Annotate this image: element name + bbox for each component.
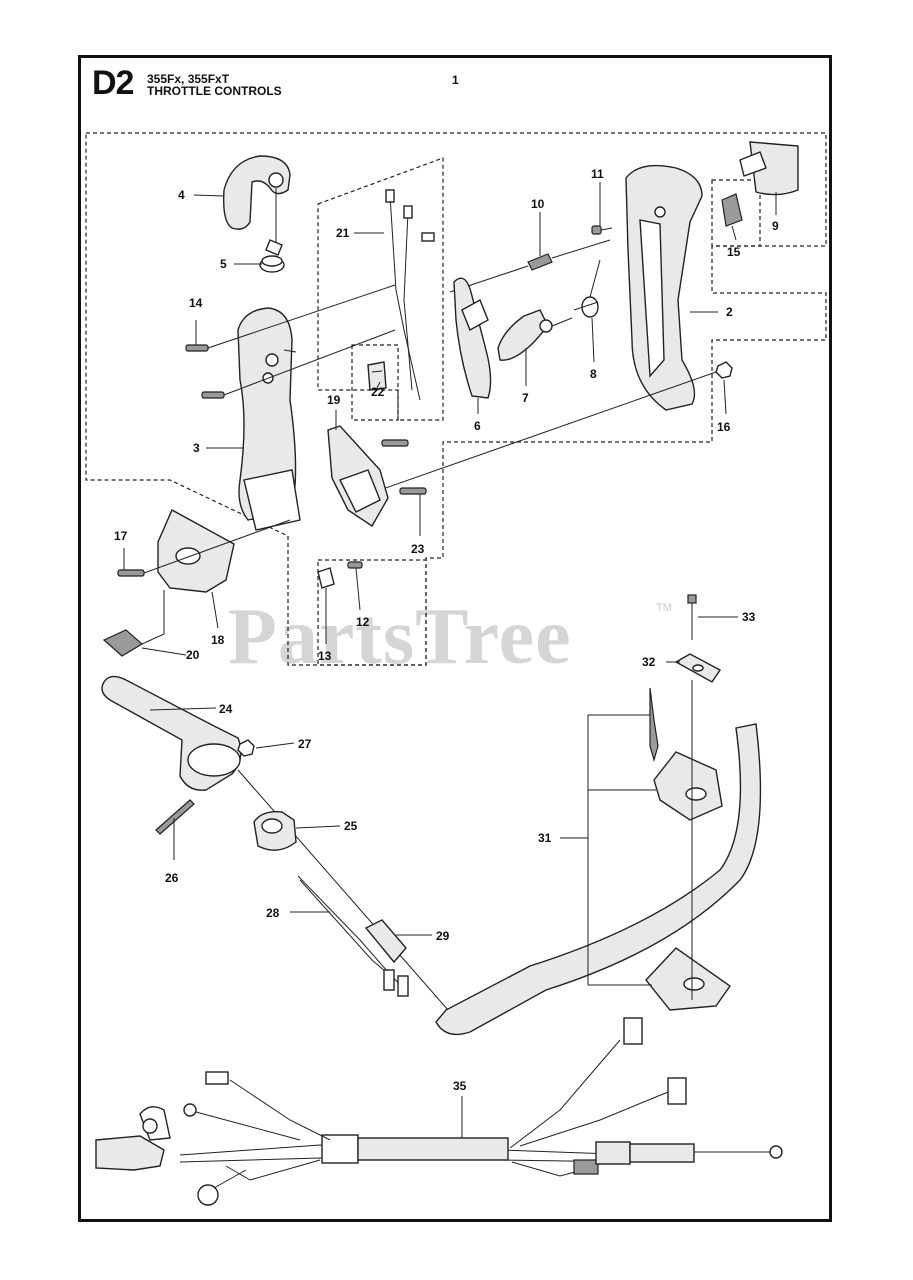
callout-8: 8 [590, 367, 597, 381]
part-screw-26 [155, 799, 195, 835]
callout-labels: 1 2 3 4 5 6 7 8 9 10 11 12 13 14 15 16 1… [114, 73, 779, 1093]
callout-1: 1 [452, 73, 459, 87]
callout-3: 3 [193, 441, 200, 455]
diagram-frame [78, 55, 832, 1222]
part-throttle-trigger [453, 277, 492, 399]
callout-5: 5 [220, 257, 227, 271]
part-handle-cap [222, 155, 291, 250]
part-nut-27 [237, 739, 255, 757]
callout-6: 6 [474, 419, 481, 433]
part-screw-23 [381, 439, 427, 495]
part-clamp-25 [253, 811, 297, 851]
watermark-text: PartsTree [228, 593, 572, 681]
part-screw-12 [347, 561, 363, 569]
part-switch-15 [721, 193, 743, 227]
callout-11: 11 [591, 167, 604, 181]
part-cover-29 [364, 919, 407, 964]
part-cable-28 [297, 875, 409, 997]
section-title: THROTTLE CONTROLS [147, 84, 282, 98]
callout-24: 24 [219, 702, 233, 716]
callout-4: 4 [178, 188, 185, 202]
part-pin-11 [591, 225, 613, 235]
section-code: D2 [92, 64, 134, 102]
part-clamp-32 [674, 653, 722, 683]
callout-22: 22 [371, 385, 385, 399]
part-bolt-33 [687, 594, 697, 1000]
callout-7: 7 [522, 391, 529, 405]
part-front-cap-18 [157, 509, 235, 593]
callout-9: 9 [772, 219, 779, 233]
callout-2: 2 [726, 305, 733, 319]
part-clip-13 [317, 567, 335, 589]
part-nut-16 [379, 361, 733, 491]
part-handle-right-half [625, 164, 703, 411]
part-wire-harness-35 [95, 1017, 783, 1206]
part-throttle-lockout [497, 309, 573, 361]
part-screw-lower [201, 329, 396, 399]
callout-31: 31 [538, 831, 552, 845]
callout-32: 32 [642, 655, 656, 669]
callout-15: 15 [727, 245, 741, 259]
part-screw-14 [185, 284, 396, 352]
bracket-group-boundary [711, 179, 761, 247]
callout-13: 13 [318, 649, 332, 663]
callout-12: 12 [356, 615, 370, 629]
part-wire-harness-21 [385, 189, 435, 401]
callout-35: 35 [453, 1079, 467, 1093]
callout-28: 28 [266, 906, 280, 920]
callout-18: 18 [211, 633, 225, 647]
part-loop-handle-31 [435, 687, 762, 1036]
callout-17: 17 [114, 529, 128, 543]
model-list: 355Fx, 355FxT [147, 72, 230, 86]
callout-19: 19 [327, 393, 341, 407]
part-mount-bracket-9 [739, 141, 799, 196]
wiring-group-boundary [317, 157, 444, 421]
part-clip-22 [367, 361, 387, 391]
part-spring-clip [259, 239, 285, 273]
callout-25: 25 [344, 819, 358, 833]
part-spring-8 [573, 259, 601, 318]
part-stop-switch-20 [102, 590, 165, 657]
callout-21: 21 [336, 226, 350, 240]
part-handle-left-half [237, 307, 301, 531]
part-screw-17 [117, 519, 291, 577]
callout-33: 33 [742, 610, 756, 624]
callout-29: 29 [436, 929, 450, 943]
callout-10: 10 [531, 197, 545, 211]
callout-16: 16 [717, 420, 731, 434]
callout-27: 27 [298, 737, 312, 751]
callout-23: 23 [411, 542, 425, 556]
part-grip-24 [101, 675, 463, 1027]
callout-26: 26 [165, 871, 179, 885]
lever-group-boundary [351, 344, 399, 421]
part-lever-19 [327, 425, 389, 527]
leader-lines [123, 182, 777, 1138]
watermark-tm: TM [656, 602, 672, 614]
switch-group-boundary [317, 559, 427, 666]
callout-20: 20 [186, 648, 200, 662]
part-spring-10 [449, 239, 611, 293]
callout-14: 14 [189, 296, 203, 310]
